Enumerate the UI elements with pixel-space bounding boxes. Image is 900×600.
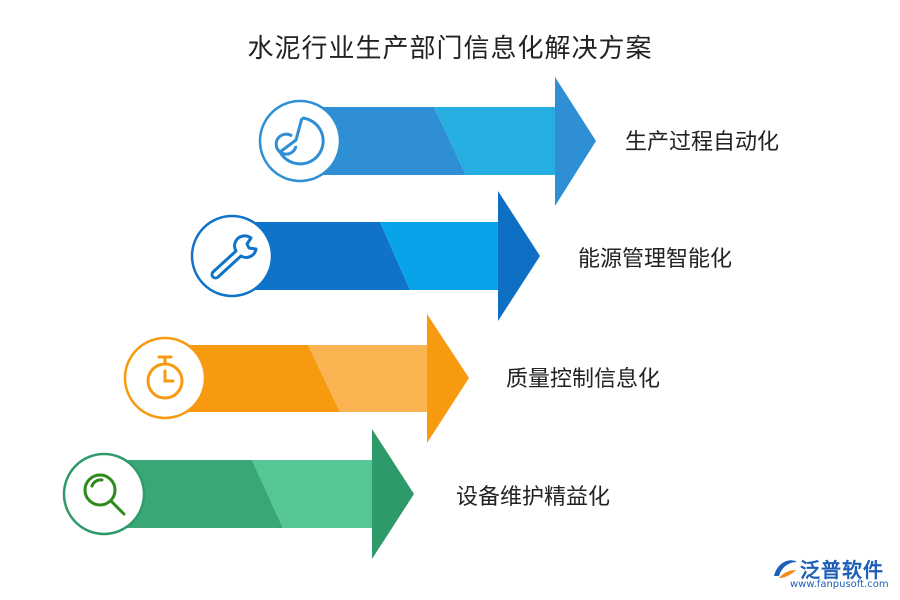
arrow-4-light — [252, 460, 372, 528]
arrow-3-tip — [427, 314, 469, 443]
step-1-label: 生产过程自动化 — [625, 130, 780, 155]
arrow-2-light — [380, 222, 498, 290]
pie-chart-icon — [274, 116, 325, 166]
stopwatch-icon — [146, 355, 184, 400]
arrow-4-tip — [372, 429, 414, 559]
arrow-step-4 — [62, 429, 414, 559]
arrow-step-3 — [123, 314, 469, 443]
brand-logo: 泛普软件 www.fanpusoft.com — [768, 552, 894, 594]
step-2-label: 能源管理智能化 — [578, 247, 733, 272]
brand-name: 泛普软件 — [800, 558, 884, 582]
arrow-step-2 — [190, 191, 540, 321]
brand-logo-icon — [774, 560, 797, 578]
arrow-1-light — [434, 107, 555, 175]
arrow-step-1 — [258, 77, 596, 206]
arrow-3-light — [308, 345, 427, 412]
brand-url: www.fanpusoft.com — [790, 579, 889, 590]
arrow-4-dark — [104, 460, 283, 528]
page-title: 水泥行业生产部门信息化解决方案 — [247, 34, 653, 64]
arrow-2-tip — [498, 191, 540, 321]
arrow-1-tip — [555, 77, 596, 206]
step-4-label: 设备维护精益化 — [456, 485, 611, 510]
step-3-label: 质量控制信息化 — [506, 367, 661, 392]
arrow-3-dark — [165, 345, 340, 412]
arrow-2-dark — [232, 222, 410, 290]
icon-circle-1 — [258, 99, 342, 183]
wrench-icon — [210, 234, 258, 280]
arrow-1-dark — [300, 107, 466, 175]
magnifier-icon — [83, 473, 126, 516]
icon-circle-4 — [62, 452, 146, 536]
